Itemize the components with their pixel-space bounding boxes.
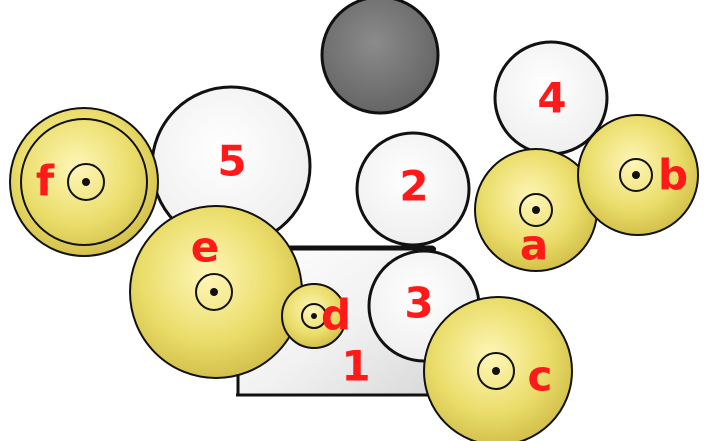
tom-5-label: 5 <box>217 137 246 186</box>
cymbal-e-center-dot <box>210 288 218 296</box>
cymbal-c-label: c <box>528 352 553 401</box>
cymbal-c-center-dot <box>492 367 500 375</box>
cymbal-f-label: f <box>36 157 55 206</box>
tom-4-label: 4 <box>537 74 566 123</box>
tom-2-label: 2 <box>399 162 428 211</box>
dark-pad <box>322 0 438 113</box>
cymbal-f-center-dot <box>82 178 90 186</box>
cymbal-b-label: b <box>658 151 688 200</box>
cymbal-d-label: d <box>321 291 351 340</box>
cymbal-a-label: a <box>520 221 548 270</box>
tom-3-label: 3 <box>404 279 433 328</box>
cymbal-b-center-dot <box>632 171 640 179</box>
cymbal-a-center-dot <box>532 206 540 214</box>
cymbal-e-label: e <box>191 223 220 272</box>
cymbal-d-center-dot <box>311 313 317 319</box>
bass-drum-label: 1 <box>341 342 370 391</box>
